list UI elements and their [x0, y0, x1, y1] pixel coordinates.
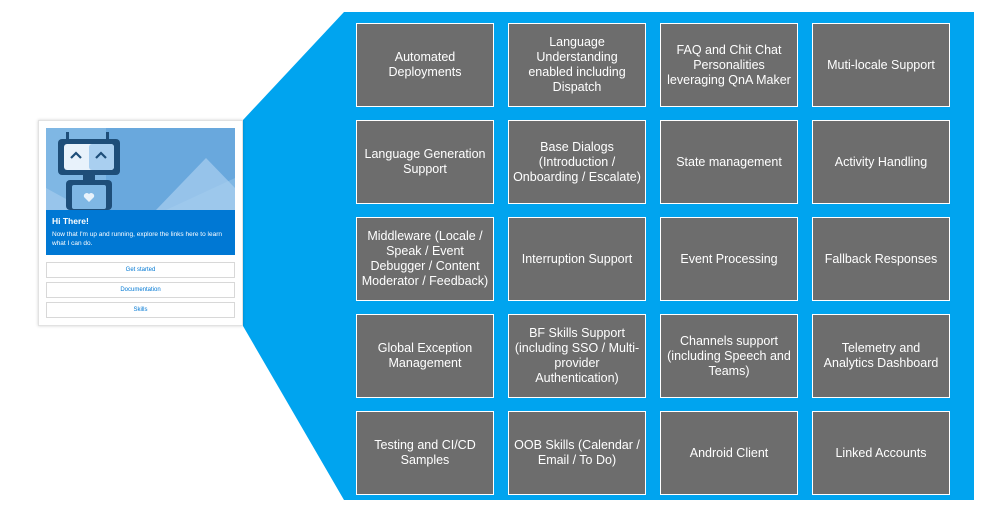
documentation-button[interactable]: Documentation — [46, 282, 235, 298]
features-grid: Automated Deployments Language Understan… — [356, 23, 950, 495]
feature-tile: Base Dialogs (Introduction / Onboarding … — [508, 120, 646, 204]
feature-tile: BF Skills Support (including SSO / Multi… — [508, 314, 646, 398]
feature-tile: Language Generation Support — [356, 120, 494, 204]
feature-tile: Muti-locale Support — [812, 23, 950, 107]
feature-tile: State management — [660, 120, 798, 204]
feature-tile: Testing and CI/CD Samples — [356, 411, 494, 495]
feature-tile: Language Understanding enabled including… — [508, 23, 646, 107]
feature-tile: FAQ and Chit Chat Personalities leveragi… — [660, 23, 798, 107]
feature-tile: Global Exception Management — [356, 314, 494, 398]
skills-button[interactable]: Skills — [46, 302, 235, 318]
feature-tile: Android Client — [660, 411, 798, 495]
feature-tile: Linked Accounts — [812, 411, 950, 495]
feature-tile: OOB Skills (Calendar / Email / To Do) — [508, 411, 646, 495]
feature-tile: Channels support (including Speech and T… — [660, 314, 798, 398]
features-panel: Automated Deployments Language Understan… — [344, 12, 974, 500]
feature-tile: Telemetry and Analytics Dashboard — [812, 314, 950, 398]
feature-tile: Interruption Support — [508, 217, 646, 301]
card-hero-image — [46, 128, 235, 210]
feature-tile: Activity Handling — [812, 120, 950, 204]
get-started-button[interactable]: Get started — [46, 262, 235, 278]
greeting-text: Now that I'm up and running, explore the… — [52, 231, 222, 247]
greeting-banner: Hi There! Now that I'm up and running, e… — [46, 210, 235, 255]
feature-tile: Automated Deployments — [356, 23, 494, 107]
feature-tile: Middleware (Locale / Speak / Event Debug… — [356, 217, 494, 301]
bot-welcome-card: Hi There! Now that I'm up and running, e… — [38, 120, 243, 326]
robot-icon — [46, 128, 235, 210]
greeting-title: Hi There! — [52, 216, 89, 226]
feature-tile: Event Processing — [660, 217, 798, 301]
feature-tile: Fallback Responses — [812, 217, 950, 301]
